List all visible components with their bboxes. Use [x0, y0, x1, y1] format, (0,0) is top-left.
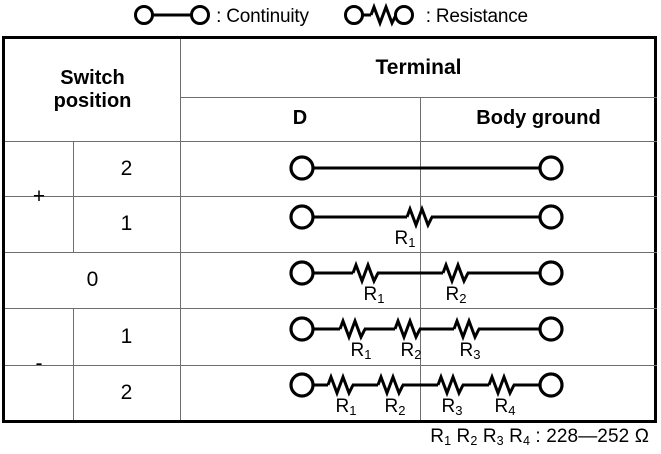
header-terminal: Terminal	[375, 55, 462, 79]
row-group-label-zero: 0	[86, 268, 99, 291]
resistor-label-r1: R1	[395, 228, 416, 250]
footnote-r1-sub: 1	[444, 433, 452, 448]
diagram-row-plus-2	[5, 141, 660, 196]
grid-line-h-terminal-split	[180, 97, 657, 98]
footnote-separator: :	[530, 426, 547, 447]
resistor-label-r2: R2	[385, 396, 406, 418]
footnote-r3-sub: 3	[496, 433, 504, 448]
footnote-r2: R2	[456, 426, 478, 448]
legend-item-continuity: : Continuity	[133, 3, 309, 32]
row-group-label-minus: -	[35, 352, 43, 375]
grid-line-h-row1	[5, 196, 657, 197]
grid-line-h-header-bottom	[5, 141, 657, 142]
legend: : Continuity : Resistance	[0, 0, 661, 34]
resistor-label-r1: R1	[364, 284, 385, 306]
row-position-label-minus-2: 2	[120, 380, 133, 404]
grid-line-v-switch-split-lower	[73, 308, 74, 420]
resistance-symbol	[343, 2, 421, 32]
legend-label-continuity: : Continuity	[216, 6, 309, 27]
legend-label-resistance: : Resistance	[425, 6, 528, 27]
grid-line-h-row3	[5, 308, 657, 309]
header-switch-position-line1: Switch	[60, 66, 125, 89]
legend-item-resistance: : Resistance	[343, 2, 528, 32]
footnote-range: 228—252	[546, 426, 630, 447]
resistor-label-r3: R3	[460, 340, 481, 362]
header-switch-position: Switch position	[5, 39, 180, 141]
diagram-row-plus-1: R1	[5, 196, 660, 252]
resistor-label-r1: R1	[351, 340, 372, 362]
resistor-label-r2: R2	[446, 284, 467, 306]
footnote-r1: R1	[430, 426, 452, 448]
resistor-label-r3: R3	[442, 396, 463, 418]
footnote-r2-sub: 2	[470, 433, 478, 448]
header-switch-position-line2: position	[53, 90, 132, 112]
resistor-label-r1: R1	[336, 396, 357, 418]
footnote-unit: Ω	[634, 426, 649, 447]
row-group-label-plus: +	[32, 184, 46, 208]
grid-line-h-row4	[5, 365, 657, 366]
diagram-row-minus-1: R1 R2 R3	[5, 308, 660, 365]
resistor-label-r2: R2	[401, 340, 422, 362]
footnote-r4: R4	[509, 426, 531, 448]
resistor-label-r4: R4	[495, 396, 516, 418]
grid-line-h-row2	[5, 252, 657, 253]
row-position-label-plus-1: 1	[120, 212, 133, 235]
diagram-row-zero: R1 R2	[5, 252, 660, 308]
footnote-resistance-range: R1 R2 R3 R4 : 228—252 Ω	[0, 426, 655, 448]
grid-line-v-terminal-split	[420, 97, 421, 420]
row-position-label-minus-1: 1	[120, 324, 133, 348]
diagram-row-minus-2: R1 R2 R3 R4	[5, 365, 660, 420]
footnote-r3: R3	[482, 426, 504, 448]
switch-continuity-table: Switch position Terminal D Body ground +…	[2, 36, 657, 423]
row-position-label-plus-2: 2	[120, 156, 133, 180]
header-terminal-d: D	[292, 107, 308, 130]
grid-line-v-main	[180, 39, 181, 420]
header-terminal-body-ground: Body ground	[476, 107, 601, 130]
grid-line-v-switch-split-upper	[73, 141, 74, 252]
continuity-symbol	[133, 3, 211, 32]
footnote-r4-sub: 4	[522, 433, 531, 448]
